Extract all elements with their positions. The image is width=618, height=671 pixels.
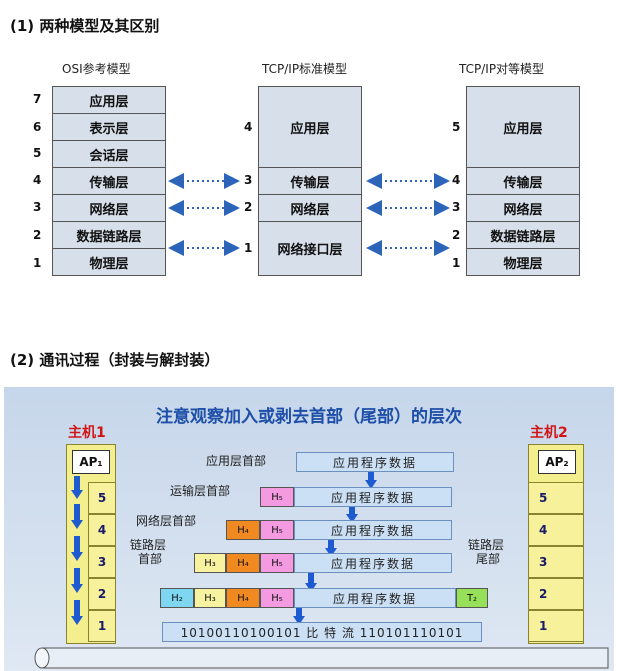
row2-app-data: 应用程序数据 [294, 553, 452, 573]
osi-num-6: 6 [33, 120, 42, 134]
link-header-label-2: 首部 [138, 552, 163, 566]
peer-column-label: TCP/IP对等模型 [459, 62, 545, 76]
row2-h3: H₃ [194, 553, 226, 573]
row1-h3: H₃ [194, 588, 226, 608]
osi-num-3: 3 [33, 200, 42, 214]
tcpip-column-label: TCP/IP标准模型 [262, 62, 348, 76]
transmission-medium [34, 647, 609, 669]
host2-label: 主机2 [530, 425, 568, 441]
osi-num-1: 1 [33, 256, 42, 270]
host2-layer-3: 3 [528, 546, 584, 578]
mapping-arrows [168, 173, 450, 256]
host1-layer-5: 5 [88, 482, 116, 514]
host2-layer-5: 5 [528, 482, 584, 514]
row3-h4: H₄ [226, 520, 260, 540]
section2-title: (2) 通讯过程（封装与解封装） [10, 351, 220, 369]
network-header-label: 网络层首部 [136, 514, 197, 528]
row3-app-data: 应用程序数据 [294, 520, 452, 540]
host1-label: 主机1 [68, 425, 106, 441]
osi-num-7: 7 [33, 92, 42, 106]
peer-num-1: 1 [452, 256, 461, 270]
row4-app-data: 应用程序数据 [294, 487, 452, 507]
row1-h5: H₅ [260, 588, 294, 608]
row1-app-data: 应用程序数据 [294, 588, 456, 608]
peer-num-4: 4 [452, 173, 461, 187]
host1-layer-2: 2 [88, 578, 116, 610]
host2-ap: AP₂ [538, 450, 576, 474]
host1-ap: AP₁ [72, 450, 110, 474]
peer-layer-physical: 物理层 [466, 248, 580, 276]
host2-layer-2: 2 [528, 578, 584, 610]
link-trailer-label-2: 尾部 [476, 552, 501, 566]
row2-h4: H₄ [226, 553, 260, 573]
tcpip-num-2: 2 [244, 200, 253, 214]
osi-layer-presentation: 表示层 [52, 113, 166, 141]
peer-num-3: 3 [452, 200, 461, 214]
osi-layer-session: 会话层 [52, 140, 166, 168]
osi-column-label: OSI参考模型 [62, 62, 131, 76]
peer-num-2: 2 [452, 228, 461, 242]
osi-layer-datalink: 数据链路层 [52, 221, 166, 249]
row3-h5: H₅ [260, 520, 294, 540]
row5-app-data: 应用程序数据 [296, 452, 454, 472]
peer-layer-datalink: 数据链路层 [466, 221, 580, 249]
peer-num-5: 5 [452, 120, 461, 134]
row1-h2: H₂ [160, 588, 194, 608]
host2-layer-4: 4 [528, 514, 584, 546]
peer-layer-network: 网络层 [466, 194, 580, 222]
arrow-transport-left [168, 173, 450, 256]
tcpip-num-3: 3 [244, 173, 253, 187]
osi-num-2: 2 [33, 228, 42, 242]
tcpip-layer-netinterface: 网络接口层 [258, 221, 362, 276]
tcpip-num-1: 1 [244, 241, 253, 255]
row1-h4: H₄ [226, 588, 260, 608]
row2-h5: H₅ [260, 553, 294, 573]
section1-title: (1) 两种模型及其区别 [10, 17, 160, 35]
osi-layer-transport: 传输层 [52, 167, 166, 195]
osi-num-4: 4 [33, 173, 42, 187]
row4-h5: H₅ [260, 487, 294, 507]
host2-layer-1: 1 [528, 610, 584, 642]
host1-layer-3: 3 [88, 546, 116, 578]
link-header-label-1: 链路层 [130, 538, 167, 552]
peer-layer-application: 应用层 [466, 86, 580, 168]
osi-num-5: 5 [33, 146, 42, 160]
row1-t2: T₂ [456, 588, 488, 608]
peer-layer-transport: 传输层 [466, 167, 580, 195]
encapsulation-banner: 注意观察加入或剥去首部（尾部）的层次 [156, 407, 462, 427]
osi-layer-network: 网络层 [52, 194, 166, 222]
link-trailer-label-1: 链路层 [468, 538, 505, 552]
host1-layer-1: 1 [88, 610, 116, 642]
tcpip-layer-transport: 传输层 [258, 167, 362, 195]
app-header-label: 应用层首部 [206, 454, 267, 468]
bit-stream: 10100110100101 比 特 流 110101110101 [162, 622, 482, 642]
transport-header-label: 运输层首部 [170, 484, 231, 498]
tcpip-num-4: 4 [244, 120, 253, 134]
host1-layer-4: 4 [88, 514, 116, 546]
osi-layer-physical: 物理层 [52, 248, 166, 276]
